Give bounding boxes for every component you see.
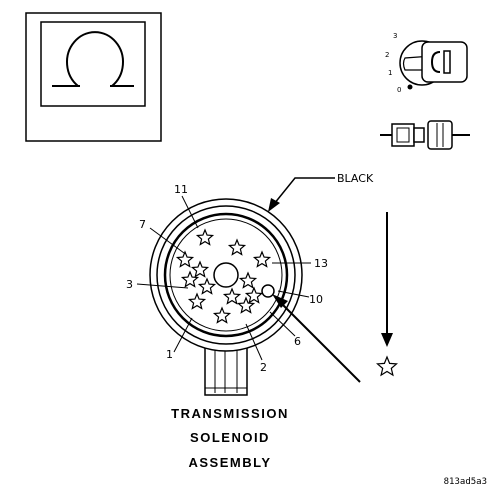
pin-cavity-star: [175, 250, 195, 268]
caption-line-2: SOLENOID: [190, 430, 270, 445]
ignition-position-0: 0: [397, 86, 401, 94]
leader-lines: [136, 195, 311, 361]
pin-cavity-star: [197, 277, 217, 295]
pin-cavity-star: [222, 287, 242, 305]
pin-cavity-star: [212, 306, 232, 324]
pin-label-3: 3: [126, 278, 133, 291]
figure-code: 813ad5a3: [444, 477, 487, 487]
pin-label-2: 2: [260, 361, 267, 374]
pin-cavity-star: [180, 270, 200, 288]
solenoid-connector: [149, 198, 303, 396]
center-post: [213, 262, 239, 288]
connector-ring: [156, 205, 296, 345]
connector-inner-ring: [163, 212, 289, 338]
ohmmeter-box: [25, 12, 162, 142]
pin-cavity-star: [190, 260, 210, 278]
pin-label-6: 6: [294, 335, 301, 348]
pin-label-13: 13: [314, 257, 328, 270]
ignition-position-1: 1: [388, 69, 392, 77]
probe-lead: [272, 294, 361, 383]
pin-cavity-star: [252, 250, 272, 268]
black-wire-callout: BLACK: [268, 172, 374, 212]
key-icon: [399, 40, 468, 90]
pin-cavity-star: [187, 292, 207, 310]
ground-arrow: [381, 212, 393, 347]
connector-tab: [204, 342, 248, 396]
pin-cavities: [175, 228, 272, 324]
pin-label-11: 11: [174, 183, 188, 196]
ignition-position-2: 2: [385, 51, 389, 59]
ignition-switch: 3 2 1 0: [385, 32, 468, 94]
pin-cavity-star: [227, 238, 247, 256]
pin-label-7: 7: [139, 218, 146, 231]
pin-10-cavity: [261, 284, 275, 298]
ignition-position-3: 3: [393, 32, 397, 40]
ohm-icon: [52, 31, 134, 87]
pin-label-10: 10: [309, 293, 323, 306]
wire-color-label: BLACK: [337, 172, 374, 185]
pin-cavity-star: [236, 296, 256, 314]
disconnected-connector-icon: [380, 120, 470, 150]
pin-label-1: 1: [166, 348, 173, 361]
pin-cavity-star: [238, 271, 258, 289]
caption-line-1: TRANSMISSION: [171, 406, 289, 421]
pin-cavity-star: [195, 228, 215, 246]
caption-line-3: ASSEMBLY: [188, 455, 271, 470]
pin-cavity-star: [244, 286, 264, 304]
star-ground-icon: [376, 355, 398, 377]
